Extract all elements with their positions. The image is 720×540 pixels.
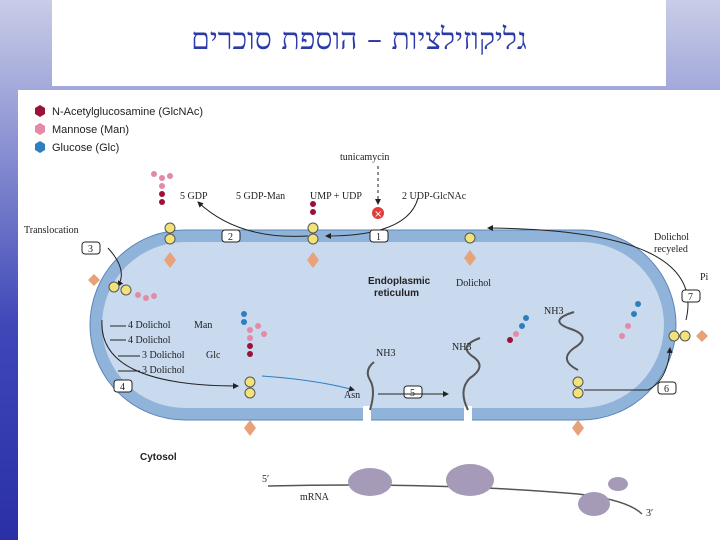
- dolichol-man-suffix: Man: [194, 320, 212, 331]
- step-7: 7: [688, 292, 693, 303]
- legend-label-mannose: Mannose (Man): [52, 124, 129, 136]
- dolichol-label: 4 Dolichol: [128, 335, 171, 346]
- inhibit-icon: [372, 207, 384, 219]
- polypeptide: [462, 337, 481, 411]
- tunicamycin-label: tunicamycin: [340, 152, 389, 163]
- dolichol-man-label: 4 Dolichol: [128, 320, 171, 331]
- step1-arrow: [325, 197, 419, 239]
- five-prime-label: 5′: [262, 474, 269, 485]
- mrna-label: mRNA: [300, 492, 330, 503]
- polypeptide: [366, 361, 375, 411]
- legend: N-Acetylglucosamine (GlcNAc) Mannose (Ma…: [35, 105, 203, 154]
- pi-label: Pi: [700, 272, 709, 283]
- step-2: 2: [228, 232, 233, 243]
- slide-title: גליקוזילציות – הוספת סוכרים: [191, 22, 527, 57]
- dolichol-glc-label: 3 Dolichol: [142, 350, 185, 361]
- translocation-arrow: [107, 247, 124, 287]
- mrna-strand: [267, 484, 643, 515]
- step2-arrow: [197, 201, 309, 237]
- nh3-label-2: NH3: [452, 342, 471, 353]
- dolichol-label-2: 3 Dolichol: [142, 365, 185, 376]
- legend-label-glucose: Glucose (Glc): [52, 142, 119, 154]
- translocon-pore: [464, 406, 472, 422]
- step-4: 4: [120, 382, 125, 393]
- legend-swatch-glcnac: [35, 105, 45, 117]
- cytosol-label: Cytosol: [140, 452, 177, 463]
- dolichol-recycled-label: Dolichol: [654, 232, 689, 243]
- nh3-label: NH3: [376, 348, 395, 359]
- inhibit-x: ×: [374, 209, 382, 220]
- translocation-label: Translocation: [24, 225, 79, 236]
- title-box: גליקוזילציות – הוספת סוכרים: [52, 0, 666, 86]
- oligosaccharide-chain: [135, 171, 641, 357]
- five-gdp-man-label: 5 GDP-Man: [236, 191, 285, 202]
- step4-arrow: [101, 319, 239, 389]
- ribosome: [348, 468, 392, 496]
- step-6: 6: [664, 384, 669, 395]
- legend-swatch-mannose: [35, 123, 45, 135]
- diagram-canvas: N-Acetylglucosamine (GlcNAc) Mannose (Ma…: [24, 105, 709, 519]
- two-udp-glcnac-label: 2 UDP-GlcNAc: [402, 191, 467, 202]
- dolichol-recycled-label-2: recyeled: [654, 244, 688, 255]
- dolichol-glc-suffix: Glc: [206, 350, 221, 361]
- er-label-2: reticulum: [374, 288, 419, 299]
- step-3: 3: [88, 244, 93, 255]
- er-lumen: [102, 242, 664, 408]
- three-prime-label: 3′: [646, 508, 653, 519]
- legend-label-glcnac: N-Acetylglucosamine (GlcNAc): [52, 106, 203, 118]
- five-gdp-label: 5 GDP: [180, 191, 208, 202]
- er-label: Endoplasmic: [368, 276, 431, 287]
- ribosome: [608, 477, 628, 491]
- translocon-pore: [363, 406, 371, 422]
- legend-swatch-glucose: [35, 141, 45, 153]
- transfer-arrow: [261, 375, 355, 392]
- step6-arrow: [584, 347, 673, 391]
- glycosylation-diagram: N-Acetylglucosamine (GlcNAc) Mannose (Ma…: [18, 90, 720, 540]
- nh3-label-3: NH3: [544, 306, 563, 317]
- phosphate-pair: [88, 222, 708, 436]
- step-1: 1: [376, 232, 381, 243]
- ribosome: [578, 492, 610, 516]
- ump-udp-label: UMP + UDP: [310, 191, 362, 202]
- dolichol-p-label: Dolichol: [456, 278, 491, 289]
- asn-label: Asn: [344, 390, 360, 401]
- ribosome: [446, 464, 494, 496]
- polypeptide: [558, 311, 584, 371]
